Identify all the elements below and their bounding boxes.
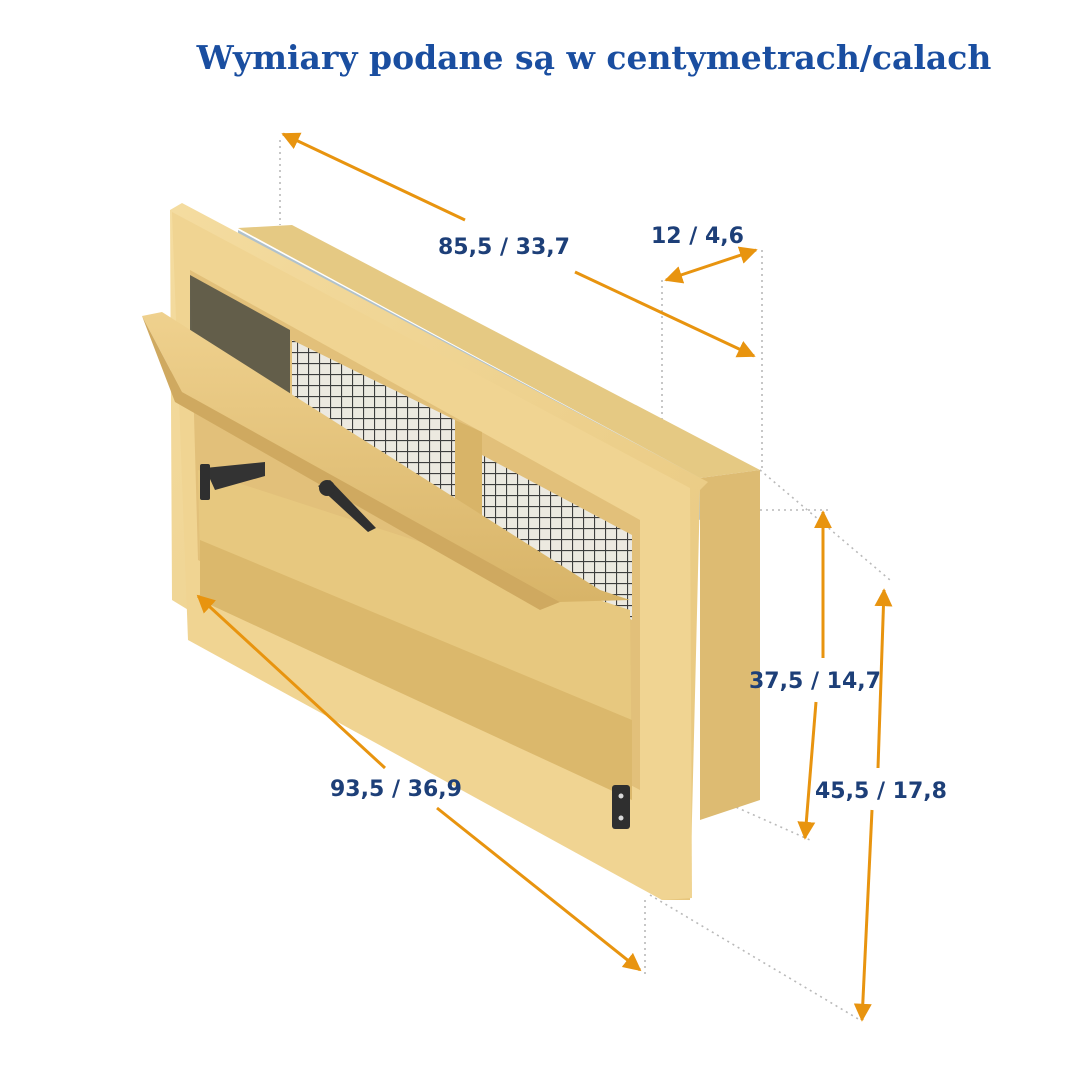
diagram-title: Wymiary podane są w centymetrach/calach — [196, 38, 992, 77]
arrow-front-length-a — [196, 594, 387, 770]
arrow-inner-height-b — [797, 701, 818, 840]
dimension-arrows — [196, 132, 893, 1022]
arrow-depth — [664, 246, 758, 284]
arrow-top-length-a — [281, 132, 466, 222]
dimension-labels: 85,5 / 33,7 12 / 4,6 37,5 / 14,7 93,5 / … — [330, 224, 947, 804]
label-inner-height: 37,5 / 14,7 — [749, 669, 881, 694]
arrow-outer-height-b — [853, 809, 874, 1022]
arrow-top-length-b — [574, 270, 756, 358]
arrow-outer-height-a — [874, 588, 893, 769]
label-outer-height: 45,5 / 17,8 — [815, 779, 947, 804]
label-front-length: 93,5 / 36,9 — [330, 777, 462, 802]
tilt-flap — [142, 312, 630, 610]
arrow-front-length-b — [436, 806, 642, 972]
mesh-panel-right — [482, 455, 632, 620]
label-depth: 12 / 4,6 — [651, 224, 744, 249]
label-top-length: 85,5 / 33,7 — [438, 235, 570, 260]
hardware — [200, 462, 630, 829]
